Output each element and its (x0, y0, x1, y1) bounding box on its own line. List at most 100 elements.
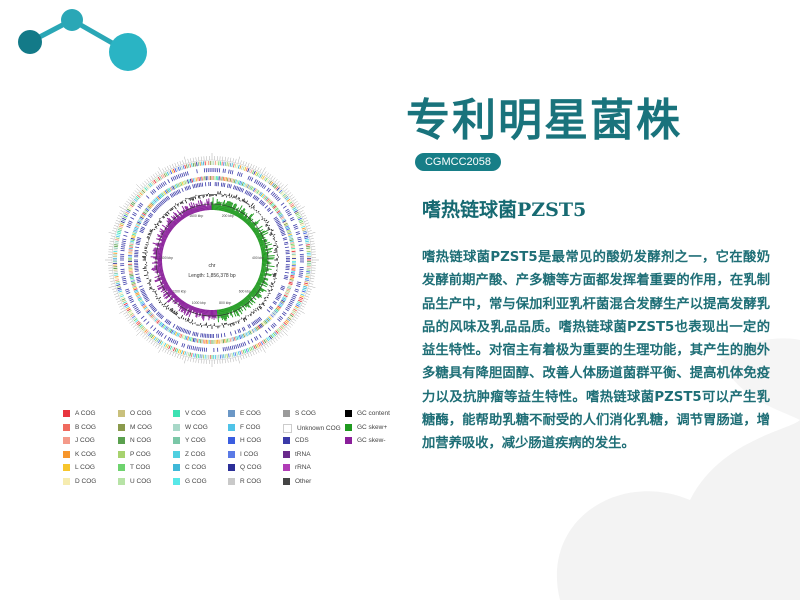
cog-mark (266, 318, 270, 322)
tick-mark (109, 240, 114, 242)
gc-skew-negative-mark (192, 202, 198, 213)
legend-item: GC skew+ (345, 423, 387, 431)
cog-mark (130, 278, 135, 281)
cds-mark (125, 290, 130, 293)
cog-mark (297, 216, 302, 219)
tick-mark (303, 217, 308, 220)
cds-mark (187, 330, 190, 335)
gc-content-mark (188, 319, 190, 322)
gc-skew-positive-mark (215, 198, 218, 211)
cds-mark (134, 268, 139, 271)
cog-mark (125, 211, 130, 215)
cog-mark (271, 203, 275, 207)
gc-content-mark (178, 316, 180, 319)
cog-mark (286, 198, 291, 202)
cds-mark (273, 193, 277, 198)
gc-skew-positive-mark (254, 285, 264, 292)
cog-mark (252, 328, 256, 333)
cds-mark (140, 289, 145, 293)
cog-mark (160, 341, 164, 346)
cog-mark (126, 308, 131, 312)
gc-skew-negative-mark (180, 300, 184, 306)
cog-mark (140, 325, 144, 330)
tick-mark (126, 316, 130, 320)
tick-mark (284, 188, 288, 192)
cog-mark (228, 353, 230, 358)
cog-mark (147, 205, 152, 209)
gc-skew-positive-mark (261, 267, 272, 270)
tick-mark (110, 238, 115, 240)
cds-mark (297, 240, 303, 243)
tick-mark (305, 295, 310, 298)
cog-mark (224, 338, 226, 344)
cds-mark (278, 226, 283, 229)
cog-mark (131, 236, 136, 239)
cog-mark (287, 316, 292, 320)
tick-mark (119, 212, 123, 215)
gc-skew-positive-mark (261, 268, 269, 271)
tick-mark (119, 206, 126, 211)
cog-mark (135, 292, 140, 295)
gc-skew-negative-mark (192, 306, 195, 311)
gc-content-mark (243, 317, 246, 320)
cog-mark (224, 176, 226, 182)
tick-mark (118, 215, 122, 218)
cds-mark (264, 205, 269, 209)
cog-mark (297, 299, 302, 303)
gc-skew-positive-mark (253, 229, 259, 234)
cog-mark (287, 230, 292, 234)
cog-mark (303, 285, 308, 288)
cds-mark (172, 176, 175, 181)
tick-mark (307, 288, 312, 290)
legend-label: S COG (295, 410, 316, 417)
gc-skew-positive-mark (252, 227, 258, 232)
cds-mark (151, 306, 156, 311)
cds-mark (254, 336, 257, 341)
gc-content-mark (265, 219, 268, 222)
gc-skew-positive-mark (229, 206, 233, 214)
cds-mark (185, 171, 187, 176)
cog-mark (288, 235, 293, 238)
cds-mark (127, 222, 132, 225)
cog-mark (132, 200, 137, 204)
gc-skew-negative-mark (203, 204, 206, 211)
cog-mark (233, 336, 236, 341)
cog-mark (117, 287, 122, 290)
cog-mark (302, 230, 307, 233)
cog-mark (132, 286, 137, 290)
gc-content-mark (242, 318, 246, 322)
cog-mark (130, 277, 135, 280)
cog-mark (145, 308, 150, 313)
cog-mark (141, 189, 146, 194)
gc-skew-negative-mark (161, 235, 168, 239)
cog-mark (281, 324, 285, 328)
cds-mark (163, 181, 167, 185)
cog-mark (174, 331, 178, 336)
gc-skew-positive-mark (223, 308, 228, 320)
gc-skew-positive-mark (218, 202, 221, 211)
gc-skew-positive-mark (223, 202, 227, 212)
cds-mark (168, 321, 172, 326)
tick-mark (167, 350, 170, 354)
gc-content-mark (149, 279, 152, 281)
gc-skew-positive-mark (261, 251, 266, 253)
tick-mark (134, 190, 138, 194)
gc-content-mark (148, 283, 151, 285)
cog-mark (162, 342, 165, 346)
gc-skew-negative-mark (167, 290, 173, 295)
gc-content-mark (244, 316, 248, 321)
cds-mark (270, 191, 274, 195)
gc-skew-negative-mark (179, 211, 185, 219)
gc-content-mark (149, 287, 153, 290)
cog-mark (228, 162, 230, 167)
cog-mark (165, 172, 168, 177)
cog-mark (118, 225, 123, 228)
gc-content-mark (233, 195, 235, 198)
tick-mark (112, 288, 117, 290)
cog-mark (273, 206, 278, 211)
tick-mark (309, 238, 314, 240)
cds-mark (271, 323, 276, 328)
cog-mark (290, 242, 295, 244)
cog-mark (191, 337, 194, 342)
